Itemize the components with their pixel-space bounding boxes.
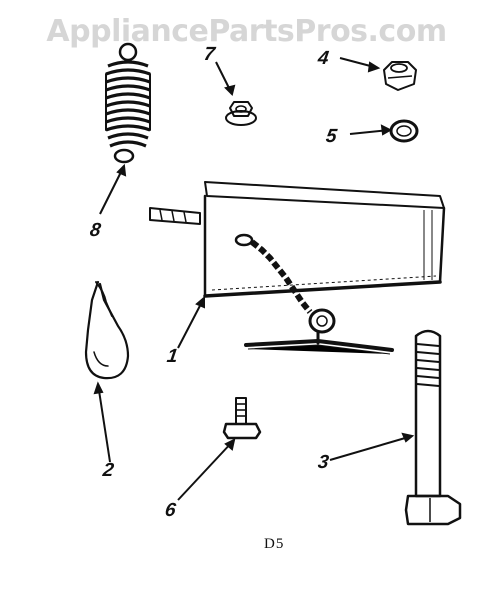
leader-arrows [93, 57, 415, 501]
washer-part [389, 119, 419, 143]
flange-nut-part [225, 101, 257, 126]
bolt-part [404, 329, 462, 526]
watermark: AppliancePartsPros.com [46, 14, 447, 49]
hitch-pin-clip-part [84, 280, 130, 380]
hex-nut-part [383, 61, 417, 91]
diagram-code: D5 [264, 536, 285, 552]
spring-part [105, 42, 151, 164]
bracket-assembly-part [149, 181, 446, 355]
carriage-bolt-part [222, 397, 262, 440]
